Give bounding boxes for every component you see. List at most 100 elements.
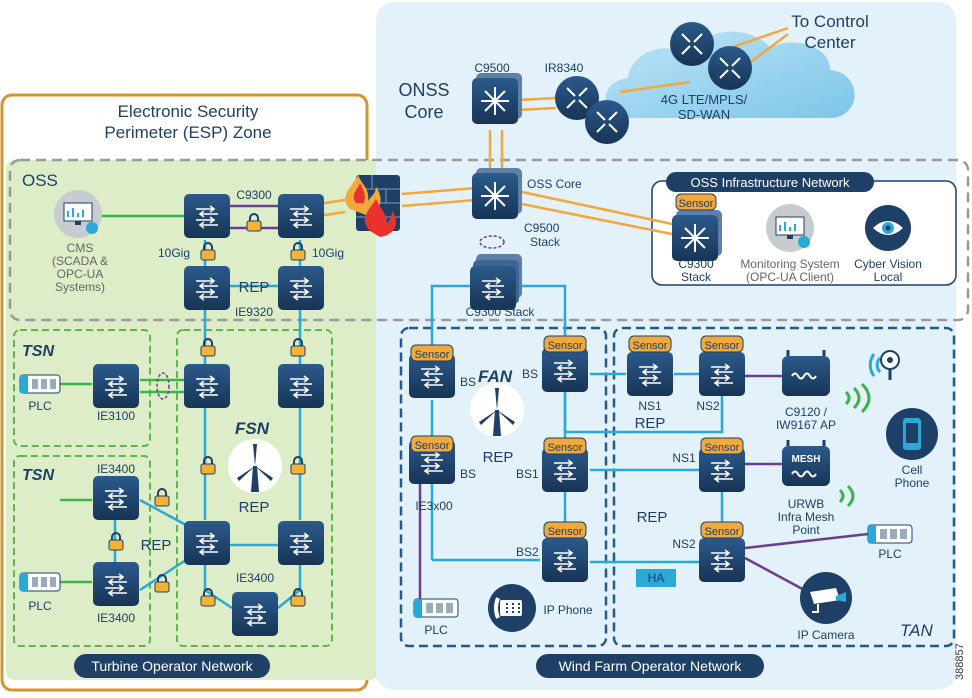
rep-label-tan: REP (637, 509, 668, 526)
ip-phone-label: IP Phone (543, 603, 592, 617)
ie3400-switch-top (93, 476, 139, 520)
plc-label-4: PLC (878, 547, 902, 561)
plc-label-2: PLC (28, 599, 52, 613)
urwb-label-line2: Infra Mesh (778, 510, 835, 524)
tsn-label-2: TSN (22, 467, 54, 484)
tan-ns1-top (627, 352, 673, 396)
ap-label-line1: C9120 / (785, 405, 828, 419)
c9500-stack-label-line2: Stack (530, 235, 561, 249)
fsn-switch-3 (184, 521, 230, 565)
c9300-stack-infra-label-line1: C9300 (678, 257, 714, 271)
turbine-operator-network-label: Turbine Operator Network (91, 658, 253, 674)
oss-infra-label: OSS Infrastructure Network (691, 175, 850, 190)
cms-label-line2: (SCADA & (52, 254, 108, 268)
c9300-switch-left (184, 194, 230, 238)
c9500-label: C9500 (474, 61, 510, 75)
bs-label-3: BS (522, 367, 538, 381)
wind-farm-operator-network-label: Wind Farm Operator Network (559, 658, 743, 674)
sensor-label: Sensor (705, 526, 740, 538)
sensor-label: Sensor (415, 440, 450, 452)
bs-label-2: BS (460, 467, 476, 481)
tengig-left-label: 10Gig (158, 246, 190, 260)
urwb-label-line3: Point (792, 523, 820, 537)
fan-bs-top (409, 354, 455, 398)
c9300-stack-infra (672, 210, 722, 261)
plc-icons (19, 374, 913, 618)
stack-ellipse (479, 235, 505, 249)
fan-label: FAN (478, 367, 513, 386)
cms-monitor-icon (54, 190, 102, 238)
ns1-label-top: NS1 (638, 399, 662, 413)
rep-label-fsn: REP (239, 499, 270, 516)
cyber-vision-label-line2: Local (874, 270, 903, 284)
ir8340-label: IR8340 (545, 61, 584, 75)
esp-title-line2: Perimeter (ESP) Zone (104, 123, 271, 142)
tan-label: TAN (900, 621, 933, 640)
rep-label-tsn: REP (141, 537, 172, 554)
ie3100-label: IE3100 (97, 409, 135, 423)
sensor-label: Sensor (679, 198, 714, 210)
bs-label-1: BS (460, 375, 476, 389)
sensor-label: Sensor (633, 340, 668, 352)
fsn-switch-2 (278, 364, 324, 408)
ir8340-router-1 (555, 76, 599, 120)
tsn-label-1: TSN (22, 343, 54, 360)
ie3x00-label: IE3x00 (415, 499, 453, 513)
fan-zone (399, 326, 608, 648)
wan-router-1 (670, 22, 714, 66)
wireless-waves (838, 382, 871, 508)
mesh-point-icon: MESH (782, 440, 830, 486)
wind-turbine-icon-fsn (228, 439, 282, 493)
fan-bs-right (542, 348, 588, 392)
switches (93, 194, 745, 636)
tengig-right-label: 10Gig (312, 246, 344, 260)
ie3400-label-top: IE3400 (97, 462, 135, 476)
cell-phone-label-line2: Phone (895, 476, 930, 490)
access-point-icon (782, 350, 830, 396)
oss-core-label: OSS Core (527, 177, 582, 191)
cms-label-line4: Systems) (55, 280, 105, 294)
firewall-icon (345, 175, 400, 237)
tan-ns2-top (699, 352, 745, 396)
sensor-label: Sensor (705, 340, 740, 352)
plc-label-1: PLC (28, 399, 52, 413)
esp-title-line1: Electronic Security (118, 102, 259, 121)
ha-badge (636, 569, 676, 587)
turbine-operator-pill (74, 654, 270, 678)
c9300-switch-right (278, 194, 324, 238)
onss-core-line1: ONSS (398, 80, 449, 100)
rep-label-fan: REP (483, 449, 514, 466)
ha-label: HA (648, 571, 665, 585)
ie3400-label-bottom: IE3400 (97, 611, 135, 625)
ip-camera-icon (800, 572, 852, 624)
to-control-center-line2: Center (804, 33, 855, 52)
c9500-stack-label-line1: C9500 (524, 221, 560, 235)
plc-label-3: PLC (424, 623, 448, 637)
ns2-label: NS2 (672, 537, 696, 551)
wan-label-line1: 4G LTE/MPLS/ (661, 92, 748, 107)
fsn-zone (176, 329, 333, 647)
rep-label-tan-top: REP (635, 415, 666, 432)
wireless-sensor-icon (868, 350, 900, 380)
c9300-label: C9300 (236, 188, 272, 202)
cms-label-line1: CMS (67, 241, 94, 255)
ip-phone-icon (488, 584, 536, 632)
fsn-label: FSN (235, 419, 270, 438)
ie3400-switch-fsn (232, 592, 278, 636)
fan-bs2 (542, 538, 588, 582)
sensor-label: Sensor (705, 442, 740, 454)
monitoring-label-line2: (OPC-UA Client) (746, 270, 834, 284)
tsn-zone-2 (13, 455, 151, 647)
fan-bs1 (542, 448, 588, 492)
rep-label-oss: REP (239, 279, 270, 296)
ie9320-switch-right (278, 266, 324, 310)
cell-phone-label-line1: Cell (902, 463, 923, 477)
cell-phone-icon (886, 408, 938, 460)
bs2-label: BS2 (516, 545, 539, 559)
ie9320-label: IE9320 (235, 305, 273, 319)
ap-label-line2: IW9167 AP (776, 418, 836, 432)
to-control-center-line1: To Control (791, 12, 868, 31)
mesh-label: MESH (792, 454, 821, 465)
